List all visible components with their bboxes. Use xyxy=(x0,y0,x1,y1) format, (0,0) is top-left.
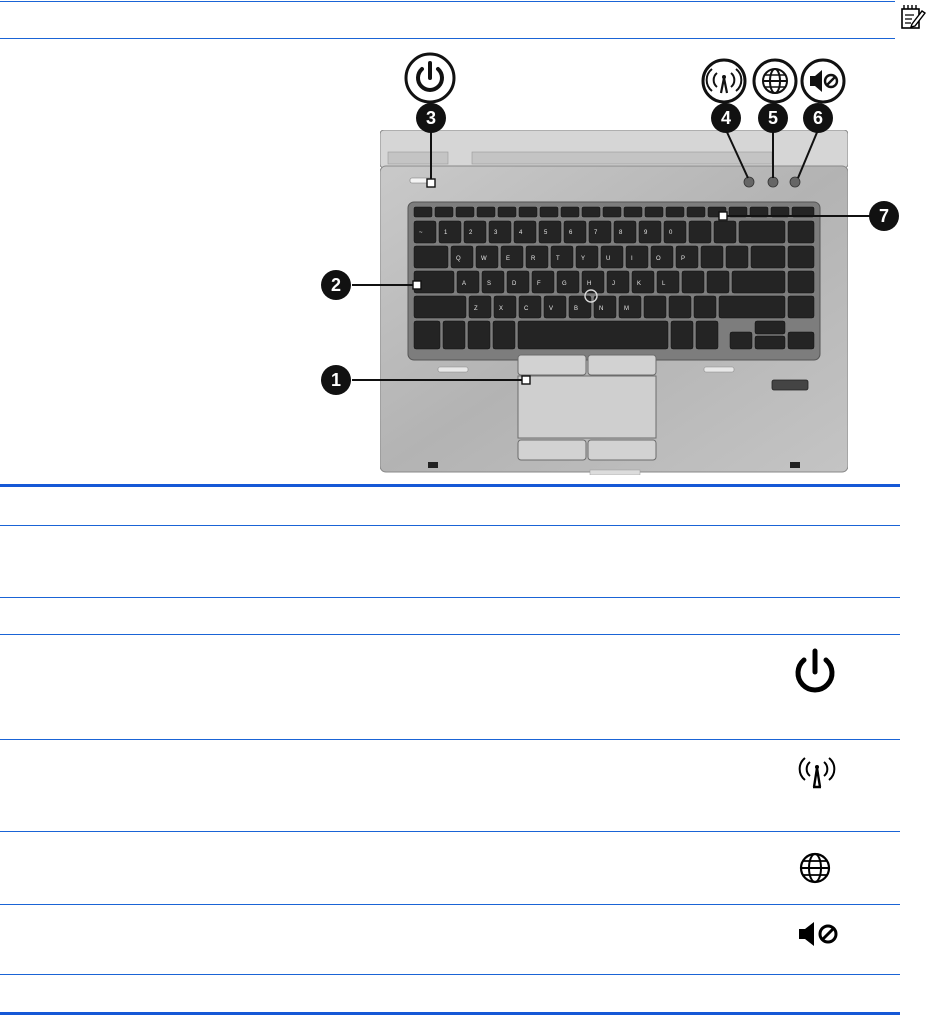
power-icon xyxy=(795,648,835,693)
svg-text:X: X xyxy=(499,306,503,312)
svg-text:T: T xyxy=(556,256,560,262)
table-row-rule xyxy=(0,634,900,635)
table-top-rule xyxy=(0,484,900,487)
svg-text:V: V xyxy=(549,306,553,312)
svg-text:H: H xyxy=(587,281,591,287)
svg-text:N: N xyxy=(599,306,603,312)
table-row-rule xyxy=(0,904,900,905)
svg-text:S: S xyxy=(487,281,491,287)
table-row-rule xyxy=(0,974,900,975)
svg-text:B: B xyxy=(574,306,578,312)
svg-text:G: G xyxy=(562,281,567,287)
globe-icon xyxy=(799,852,831,884)
table-row-rule xyxy=(0,739,900,740)
callout-badge-6: 6 xyxy=(803,103,833,133)
touchpad-marker xyxy=(521,375,531,385)
svg-text:~: ~ xyxy=(419,230,423,236)
laptop-top-view: Q W E R T Y U I O P A S D F G H J K L Z X C V B N M ~1 2 3 4 5 6… xyxy=(380,130,848,475)
wireless-icon xyxy=(798,757,836,789)
callout-overlay: 1 2 3 4 5 6 7 xyxy=(321,103,899,395)
svg-text:3: 3 xyxy=(426,108,436,128)
svg-text:6: 6 xyxy=(813,108,823,128)
svg-text:K: K xyxy=(637,281,641,287)
callout-badge-3: 3 xyxy=(416,103,446,133)
svg-text:1: 1 xyxy=(444,230,448,236)
svg-text:7: 7 xyxy=(594,230,598,236)
svg-text:Z: Z xyxy=(474,306,478,312)
svg-text:F: F xyxy=(537,281,541,287)
globe-icon xyxy=(752,58,798,104)
svg-text:2: 2 xyxy=(331,275,341,295)
svg-text:Q: Q xyxy=(456,256,461,262)
table-bottom-rule xyxy=(0,1012,900,1015)
svg-text:M: M xyxy=(624,306,629,312)
svg-text:5: 5 xyxy=(544,230,548,236)
svg-text:4: 4 xyxy=(721,108,731,128)
table-row-rule xyxy=(0,831,900,832)
note-icon xyxy=(901,5,926,29)
svg-text:3: 3 xyxy=(494,230,498,236)
power-icon xyxy=(404,52,456,104)
mute-icon xyxy=(800,58,846,104)
svg-text:0: 0 xyxy=(669,230,673,236)
table-row-rule xyxy=(0,597,900,598)
caps-lock-marker xyxy=(412,280,422,290)
svg-text:U: U xyxy=(606,256,610,262)
power-light-marker xyxy=(426,178,436,188)
svg-text:5: 5 xyxy=(768,108,778,128)
wireless-icon xyxy=(701,58,747,104)
svg-text:P: P xyxy=(681,256,685,262)
svg-text:D: D xyxy=(512,281,517,287)
svg-text:7: 7 xyxy=(879,206,889,226)
callout-badge-5: 5 xyxy=(758,103,788,133)
svg-text:C: C xyxy=(524,306,529,312)
callout-badge-2: 2 xyxy=(321,270,351,300)
num-lock-marker xyxy=(718,211,728,221)
svg-text:1: 1 xyxy=(331,370,341,390)
svg-text:W: W xyxy=(481,256,487,262)
svg-text:8: 8 xyxy=(619,230,623,236)
svg-text:O: O xyxy=(656,256,661,262)
header-rule-2 xyxy=(0,38,895,39)
svg-text:6: 6 xyxy=(569,230,573,236)
callout-badge-1: 1 xyxy=(321,365,351,395)
svg-text:A: A xyxy=(462,281,466,287)
svg-text:4: 4 xyxy=(519,230,523,236)
svg-text:Y: Y xyxy=(581,256,585,262)
svg-text:2: 2 xyxy=(469,230,473,236)
svg-text:E: E xyxy=(506,256,510,262)
svg-text:L: L xyxy=(662,281,666,287)
svg-text:R: R xyxy=(531,256,536,262)
svg-text:I: I xyxy=(631,256,633,262)
table-header-rule xyxy=(0,525,900,526)
svg-text:J: J xyxy=(612,281,615,287)
svg-text:9: 9 xyxy=(644,230,648,236)
callout-badge-4: 4 xyxy=(711,103,741,133)
header-rule xyxy=(0,1,895,2)
callout-badge-7: 7 xyxy=(869,201,899,231)
mute-icon xyxy=(799,922,838,946)
